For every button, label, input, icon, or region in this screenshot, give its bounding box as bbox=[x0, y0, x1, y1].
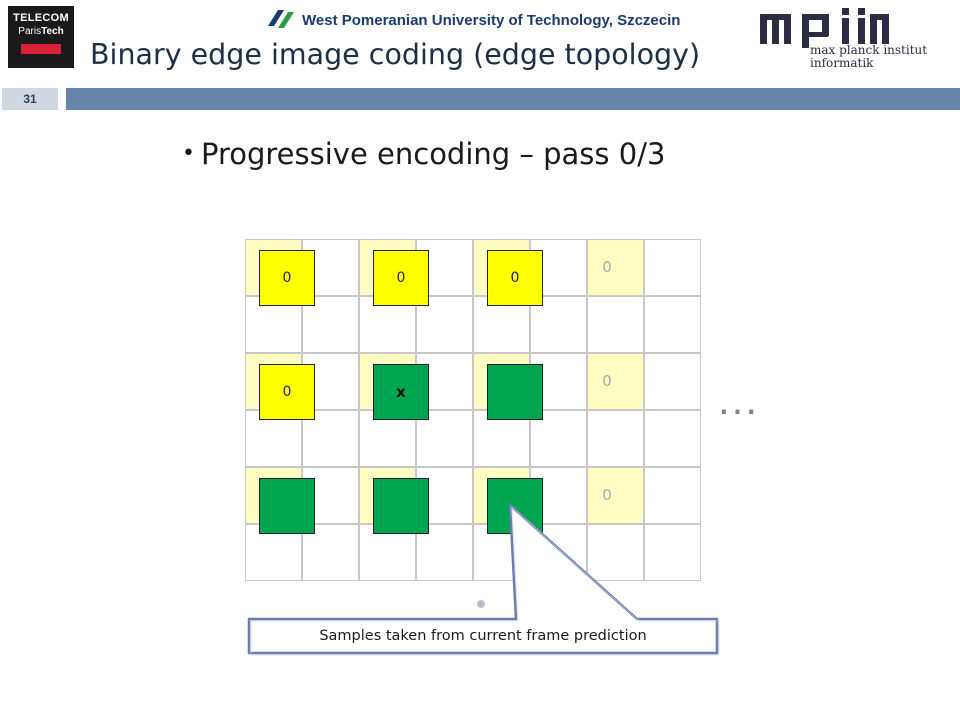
sample-label: x bbox=[396, 383, 406, 401]
sample-label: 0 bbox=[396, 270, 406, 286]
grid-cell bbox=[587, 239, 644, 296]
ghost-zero-label: 0 bbox=[602, 486, 612, 504]
grid-cell bbox=[644, 410, 701, 467]
sample-label: 0 bbox=[282, 384, 292, 400]
bullet-item: •Progressive encoding – pass 0/3 bbox=[182, 137, 665, 171]
university-name: West Pomeranian University of Technology… bbox=[302, 12, 681, 29]
sample-yellow: 0 bbox=[373, 250, 429, 306]
pixel-grid: 0 0 0 0 x 0 0 0 bbox=[245, 239, 701, 581]
sample-label: 0 bbox=[510, 270, 520, 286]
ellipsis: ... bbox=[718, 376, 760, 423]
telecom-logo-line2: ParisTech bbox=[18, 26, 64, 37]
callout-label: Samples taken from current frame predict… bbox=[319, 628, 647, 644]
grid-cell bbox=[530, 410, 587, 467]
mpi-text-line2: informatik bbox=[810, 56, 874, 70]
sample-green bbox=[259, 478, 315, 534]
grid-cell bbox=[587, 524, 644, 581]
faint-dot bbox=[477, 600, 485, 608]
grid-cell bbox=[587, 353, 644, 410]
grid-cell bbox=[644, 239, 701, 296]
sample-green bbox=[487, 478, 543, 534]
sample-label: 0 bbox=[282, 270, 292, 286]
zut-wave-icon bbox=[268, 10, 294, 28]
grid-cell bbox=[644, 524, 701, 581]
telecom-paristech-logo: TELECOM ParisTech bbox=[8, 6, 74, 68]
bullet-marker: • bbox=[182, 141, 195, 166]
mpi-logo: max planck institut informatik bbox=[758, 4, 958, 70]
slide-title: Binary edge image coding (edge topology) bbox=[90, 38, 701, 71]
grid-cell bbox=[644, 353, 701, 410]
mpi-text-line1: max planck institut bbox=[810, 43, 928, 57]
sample-green bbox=[373, 478, 429, 534]
university-logo: West Pomeranian University of Technology… bbox=[266, 6, 726, 34]
grid-cell bbox=[644, 467, 701, 524]
telecom-logo-line1: TELECOM bbox=[13, 12, 69, 24]
grid-cell bbox=[644, 296, 701, 353]
grid-cell bbox=[587, 410, 644, 467]
sample-green: x bbox=[373, 364, 429, 420]
bullet-text: Progressive encoding – pass 0/3 bbox=[200, 137, 666, 171]
grid-cell bbox=[587, 296, 644, 353]
grid-cell bbox=[302, 410, 359, 467]
telecom-logo-emblem bbox=[21, 44, 61, 54]
header-bar bbox=[66, 88, 960, 110]
ghost-zero-label: 0 bbox=[602, 372, 612, 390]
slide-number: 31 bbox=[2, 88, 58, 110]
mpi-mark-icon bbox=[760, 8, 889, 48]
sample-green bbox=[487, 364, 543, 420]
ghost-zero-label: 0 bbox=[602, 258, 612, 276]
sample-yellow: 0 bbox=[487, 250, 543, 306]
sample-yellow: 0 bbox=[259, 250, 315, 306]
sample-yellow: 0 bbox=[259, 364, 315, 420]
